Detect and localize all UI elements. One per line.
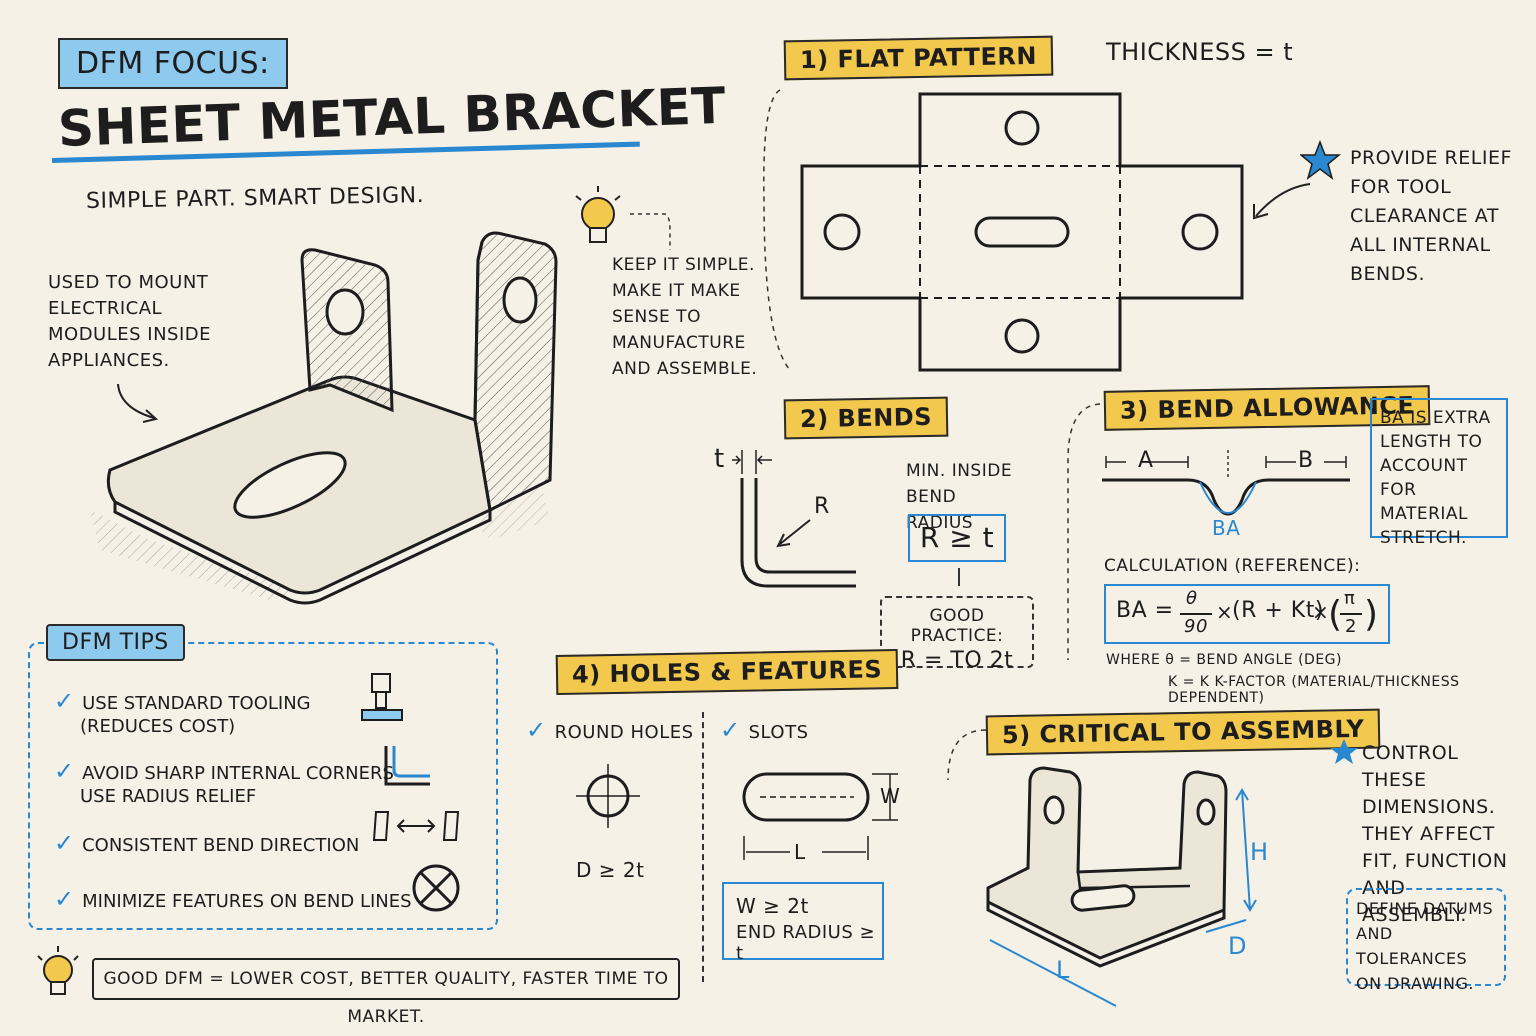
critical-h-label: H bbox=[1250, 838, 1269, 866]
critical-bracket-line bbox=[947, 729, 987, 781]
bend-t-label: t bbox=[714, 444, 725, 474]
check-icon: ✓ bbox=[54, 757, 75, 785]
bend-direction-icon bbox=[372, 811, 460, 841]
where-line-2: K = K K-FACTOR (MATERIAL/THICKNESS DEPEN… bbox=[1168, 674, 1460, 706]
allowance-b-label: B bbox=[1298, 448, 1314, 473]
bends-tag-text: 2) BENDS bbox=[799, 402, 933, 434]
min-radius-label: MIN. INSIDE BEND RADIUS bbox=[906, 461, 1013, 533]
tip-3-line-1: CONSISTENT BEND DIRECTION bbox=[82, 835, 360, 856]
holes-tag-text: 4) HOLES & FEATURES bbox=[571, 655, 883, 689]
critical-bracket-drawing bbox=[986, 766, 1257, 1007]
bracket-isometric-drawing bbox=[90, 231, 558, 605]
tip-4-line-1: MINIMIZE FEATURES ON BEND LINES bbox=[82, 891, 412, 912]
star-icon bbox=[1300, 140, 1342, 180]
dfm-tips-panel: ✓ USE STANDARD TOOLING (REDUCES COST) ✓ AV… bbox=[28, 642, 498, 930]
tip-2-line-2: USE RADIUS RELIEF bbox=[80, 786, 257, 807]
holes-tag: 4) HOLES & FEATURES bbox=[555, 649, 899, 695]
formula-lhs: BA = bbox=[1116, 598, 1174, 623]
bend-profile-drawing bbox=[732, 450, 856, 588]
critical-l-label: L bbox=[1056, 956, 1070, 984]
bends-tag: 2) BENDS bbox=[783, 396, 949, 440]
bend-r-label: R bbox=[814, 494, 830, 519]
allowance-a-label: A bbox=[1138, 448, 1154, 473]
flat-pattern-drawing bbox=[763, 89, 1244, 372]
relief-arrow bbox=[1253, 183, 1311, 220]
round-hole-drawing bbox=[576, 764, 640, 828]
bend-allowance-diagram bbox=[1102, 450, 1350, 516]
formula-times-1: × bbox=[1216, 600, 1234, 624]
focus-tag: DFM FOCUS: bbox=[58, 38, 288, 89]
where-line-1: WHERE θ = BEND ANGLE (DEG) bbox=[1106, 652, 1342, 668]
bend-allowance-bracket bbox=[1067, 403, 1101, 660]
slot-drawing bbox=[742, 772, 898, 860]
formula-open-paren: ( bbox=[1328, 594, 1343, 635]
formula-middle: (R + Kt) bbox=[1232, 598, 1324, 623]
check-icon: ✓ bbox=[526, 716, 547, 744]
control-dimensions-note: CONTROL THESE DIMENSIONS. THEY AFFECT FI… bbox=[1362, 742, 1508, 926]
critical-d-label: D bbox=[1228, 932, 1247, 960]
critical-tag: 5) CRITICAL TO ASSEMBLY bbox=[985, 708, 1381, 756]
keep-simple-note: KEEP IT SIMPLE. MAKE IT MAKE SENSE TO MA… bbox=[612, 255, 758, 379]
radius-relief-icon bbox=[384, 746, 430, 786]
hole-diameter-rule: D ≥ 2t bbox=[576, 858, 645, 882]
slot-rule-1: W ≥ 2t bbox=[736, 894, 809, 918]
prohibited-icon bbox=[412, 864, 460, 912]
holes-divider bbox=[702, 712, 704, 982]
slot-rule-2: END RADIUS ≥ t bbox=[736, 922, 876, 964]
check-icon: ✓ bbox=[54, 829, 75, 857]
formula-fraction-bar-2 bbox=[1340, 613, 1362, 615]
dfm-tips-tag-text: DFM TIPS bbox=[62, 630, 169, 655]
datums-note: DEFINE DATUMS AND TOLERANCES ON DRAWING. bbox=[1346, 888, 1506, 993]
footer-summary: GOOD DFM = LOWER COST, BETTER QUALITY, F… bbox=[92, 958, 680, 1027]
check-icon: ✓ bbox=[54, 687, 75, 715]
tip-1-line-1: USE STANDARD TOOLING bbox=[82, 693, 311, 714]
page-subtitle: SIMPLE PART. SMART DESIGN. bbox=[85, 183, 425, 214]
thickness-label: THICKNESS = t bbox=[1106, 38, 1294, 66]
punch-tool-icon bbox=[361, 673, 403, 721]
relief-note: PROVIDE RELIEF FOR TOOL CLEARANCE AT ALL… bbox=[1350, 147, 1512, 285]
good-practice-title: GOOD PRACTICE: bbox=[910, 606, 1004, 646]
formula-fraction-bar bbox=[1180, 613, 1212, 615]
focus-tag-text: DFM FOCUS: bbox=[76, 46, 270, 81]
critical-tag-text: 5) CRITICAL TO ASSEMBLY bbox=[1001, 714, 1365, 750]
lightbulb-icon bbox=[37, 946, 79, 995]
formula-pi: π bbox=[1344, 588, 1356, 609]
slot-rule-box: W ≥ 2t END RADIUS ≥ t bbox=[722, 882, 884, 964]
flat-pattern-tag-text: 1) FLAT PATTERN bbox=[799, 41, 1038, 75]
formula-close-paren: ) bbox=[1364, 594, 1379, 635]
slot-length-label: L bbox=[794, 840, 806, 864]
usage-note: USED TO MOUNT ELECTRICAL MODULES INSIDE … bbox=[48, 272, 212, 371]
round-holes-text: ROUND HOLES bbox=[554, 722, 694, 743]
flat-pattern-tag: 1) FLAT PATTERN bbox=[783, 35, 1054, 81]
good-practice-box: GOOD PRACTICE: R = TO 2t bbox=[880, 596, 1034, 673]
good-practice-value: R = TO 2t bbox=[900, 648, 1014, 673]
tip-1-line-2: (REDUCES COST) bbox=[80, 716, 236, 737]
slots-label: ✓ SLOTS bbox=[720, 716, 809, 744]
slot-width-label: W bbox=[880, 784, 901, 808]
slots-text: SLOTS bbox=[748, 722, 809, 743]
allowance-ba-label: BA bbox=[1212, 516, 1241, 540]
bend-radius-formula: R ≥ t bbox=[908, 514, 1006, 562]
round-holes-label: ✓ ROUND HOLES bbox=[526, 716, 694, 744]
formula-ninety: 90 bbox=[1184, 616, 1208, 637]
tip-2-line-1: AVOID SHARP INTERNAL CORNERS bbox=[82, 763, 394, 784]
formula-two: 2 bbox=[1345, 616, 1357, 637]
formula-connector bbox=[958, 568, 960, 586]
formula-times-2: × bbox=[1312, 600, 1330, 624]
ba-definition-note: BA IS EXTRA LENGTH TO ACCOUNT FOR MATERI… bbox=[1370, 398, 1508, 548]
calculation-title: CALCULATION (REFERENCE): bbox=[1104, 556, 1361, 576]
star-icon bbox=[1330, 739, 1358, 764]
check-icon: ✓ bbox=[54, 885, 75, 913]
lightbulb-icon bbox=[575, 186, 671, 250]
dfm-tips-tag: DFM TIPS bbox=[46, 624, 185, 661]
check-icon: ✓ bbox=[720, 716, 741, 744]
usage-arrow bbox=[117, 383, 159, 423]
formula-theta: θ bbox=[1186, 588, 1198, 609]
ba-formula-box: BA = θ 90 × (R + Kt) × ( π 2 ) bbox=[1104, 584, 1390, 644]
